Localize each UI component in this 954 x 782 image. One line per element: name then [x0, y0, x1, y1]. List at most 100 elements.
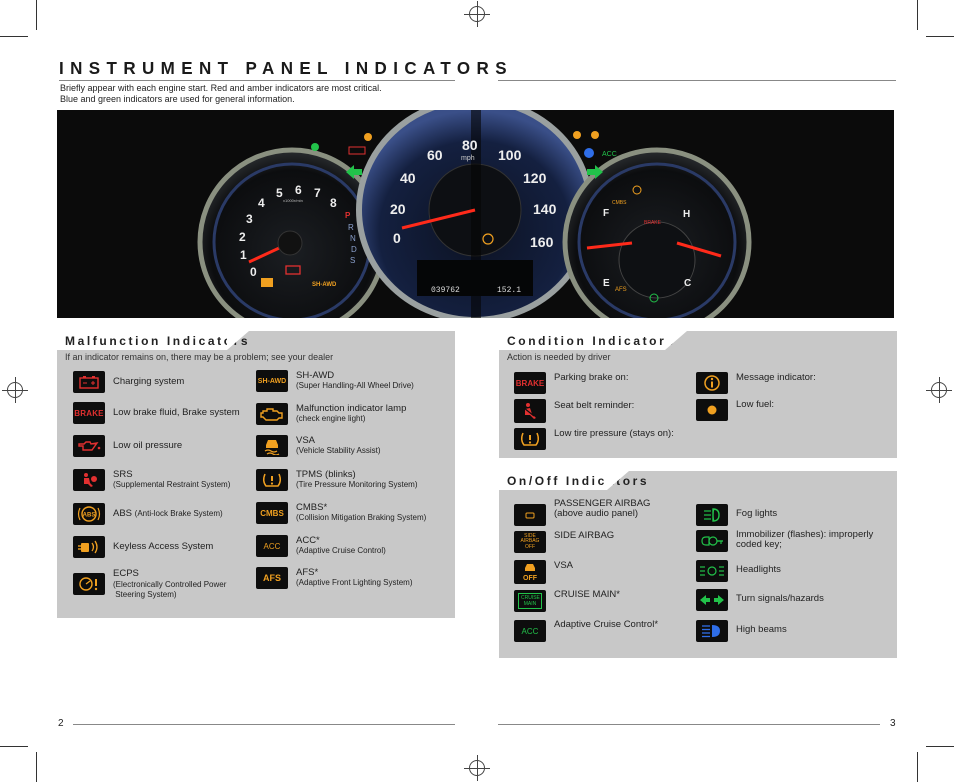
indicator-low-tire-pressure: Low tire pressure (stays on):: [514, 428, 674, 450]
intro-text: Briefly appear with each engine start. R…: [60, 83, 460, 105]
instrument-cluster-image: 0 1 2 3 4 5 6 7 8 x1000r/min P R N D S S…: [57, 110, 894, 318]
gear-n: N: [350, 234, 356, 243]
instrument-cluster-svg: 0 1 2 3 4 5 6 7 8 x1000r/min P R N D S S…: [197, 110, 752, 318]
speed-number: 0: [393, 230, 401, 246]
crop-mark: [36, 752, 37, 782]
indicator-label: Low tire pressure (stays on):: [554, 427, 674, 439]
indicator-label: CRUISE MAIN*: [554, 588, 620, 600]
indicator-label: Keyless Access System: [113, 540, 214, 552]
oil-can-icon: [73, 435, 105, 457]
indicator-charging-system: Charging system: [73, 371, 184, 393]
indicator-tpms: TPMS (blinks) (Tire Pressure Monitoring …: [256, 469, 418, 491]
engine-icon: [256, 403, 288, 425]
fuel-dot-icon: [696, 399, 728, 421]
indicator-label: AFS*: [296, 566, 319, 578]
indicator-label: High beams: [736, 623, 787, 635]
tire-pressure-icon: [514, 428, 546, 450]
crop-mark: [926, 746, 954, 747]
indicator-sublabel: (check engine light): [296, 414, 366, 424]
indicator-sublabel: (Vehicle Stability Assist): [296, 446, 381, 456]
page-number-right: 3: [890, 718, 896, 729]
crop-mark: [36, 0, 37, 30]
speed-unit: mph: [461, 155, 475, 162]
crop-mark: [0, 36, 28, 37]
vsa-off-icon: OFF: [514, 560, 546, 584]
indicator-label: Fog lights: [736, 507, 778, 519]
indicator-label: CMBS*: [296, 501, 328, 513]
fog-lamp: [311, 143, 319, 151]
malfunction-panel: Malfunction Indicators If an indicator r…: [57, 331, 455, 618]
brake-lamp: BRAKE: [644, 220, 662, 226]
vsa-lamp: [591, 131, 599, 139]
indicator-high-beams: High beams: [696, 620, 787, 642]
fuel-needle: [586, 241, 633, 250]
intro-line-2: Blue and green indicators are used for g…: [60, 94, 295, 104]
onoff-tab-notch: [607, 471, 629, 490]
onoff-tab: On/Off Indicators: [499, 471, 647, 490]
speed-number: 120: [523, 170, 547, 186]
temp-cold-label: C: [684, 278, 691, 289]
cmbs-icon: CMBS: [256, 502, 288, 524]
indicator-keyless-access: Keyless Access System: [73, 536, 213, 558]
key-icon: [73, 536, 105, 558]
page-number-left: 2: [58, 718, 64, 729]
malfunction-tab-notch: [227, 331, 249, 350]
indicator-label-2: (above audio panel): [554, 508, 638, 519]
indicator-message: Message indicator:: [696, 372, 816, 394]
srs-lamp: [573, 131, 581, 139]
acc-green-icon: ACC: [514, 620, 546, 642]
registration-mark: [464, 755, 490, 781]
onoff-panel: On/Off Indicators PASSENGER AIRBAG (abov…: [499, 471, 897, 658]
crop-mark: [917, 752, 918, 782]
indicator-low-fuel: Low fuel:: [696, 399, 774, 421]
indicator-sublabel: (Electronically Controlled Power: [113, 579, 227, 589]
tach-number: 2: [239, 230, 246, 244]
tach-number: 8: [330, 196, 337, 210]
indicator-label: TPMS (blinks): [296, 468, 356, 480]
headlights-icon: [696, 560, 728, 582]
speed-number: 40: [400, 170, 416, 186]
indicator-label: VSA: [296, 434, 316, 446]
condition-heading: Condition Indicators: [507, 334, 676, 348]
afs-icon: AFS: [256, 567, 288, 589]
indicator-vsa: VSA (Vehicle Stability Assist): [256, 435, 380, 457]
indicator-label: Low brake fluid, Brake system: [113, 406, 240, 418]
indicator-label: Seat belt reminder:: [554, 399, 635, 411]
indicator-label: Malfunction indicator lamp: [296, 402, 407, 414]
side-airbag-badge: SIDE AIRBAG OFF: [520, 532, 540, 550]
battery-lamp: [348, 146, 366, 155]
brake-icon: BRAKE: [73, 402, 105, 424]
indicator-acc-green: ACC Adaptive Cruise Control*: [514, 619, 658, 642]
fuel-empty-label: E: [603, 278, 610, 289]
speed-number: 100: [498, 147, 522, 163]
info-lamp: [482, 233, 494, 245]
cmbs-badge: CMBS: [260, 508, 284, 518]
crop-mark: [0, 746, 28, 747]
afs-badge: AFS: [263, 573, 281, 583]
indicator-immobilizer: Immobilizer (flashes): improperly coded …: [696, 528, 874, 552]
indicator-seat-belt: Seat belt reminder:: [514, 399, 634, 423]
page-title: INSTRUMENT PANEL INDICATORS: [59, 58, 513, 79]
ecps-icon: [73, 573, 105, 596]
seatbelt-icon: [514, 399, 546, 423]
indicator-label: Low fuel:: [736, 398, 775, 410]
tach-number: 1: [240, 248, 247, 262]
acc-badge: ACC: [263, 541, 281, 551]
tach-number: 5: [276, 186, 283, 200]
indicator-label: SH-AWD: [296, 369, 335, 381]
engine-lamp: [261, 278, 273, 287]
indicator-cruise-main: CRUISE MAIN CRUISE MAIN*: [514, 588, 620, 612]
gear-p: P: [345, 211, 351, 220]
indicator-label: Parking brake on:: [554, 371, 629, 383]
registration-mark: [464, 1, 490, 27]
turn-signals-icon: [696, 589, 728, 611]
indicator-sublabel: (Supplemental Restraint System): [113, 480, 231, 490]
indicator-sublabel: (Collision Mitigation Braking System): [296, 513, 427, 523]
indicator-sublabel: (Tire Pressure Monitoring System): [296, 480, 418, 490]
indicator-cmbs: CMBS CMBS* (Collision Mitigation Braking…: [256, 502, 426, 524]
afs-lamp: AFS: [615, 287, 627, 293]
registration-mark: [926, 377, 952, 403]
odometer: 039762: [431, 286, 460, 295]
cruise-main-icon: CRUISE MAIN: [514, 590, 546, 612]
indicator-label: Immobilizer (flashes): improperly: [736, 528, 874, 540]
